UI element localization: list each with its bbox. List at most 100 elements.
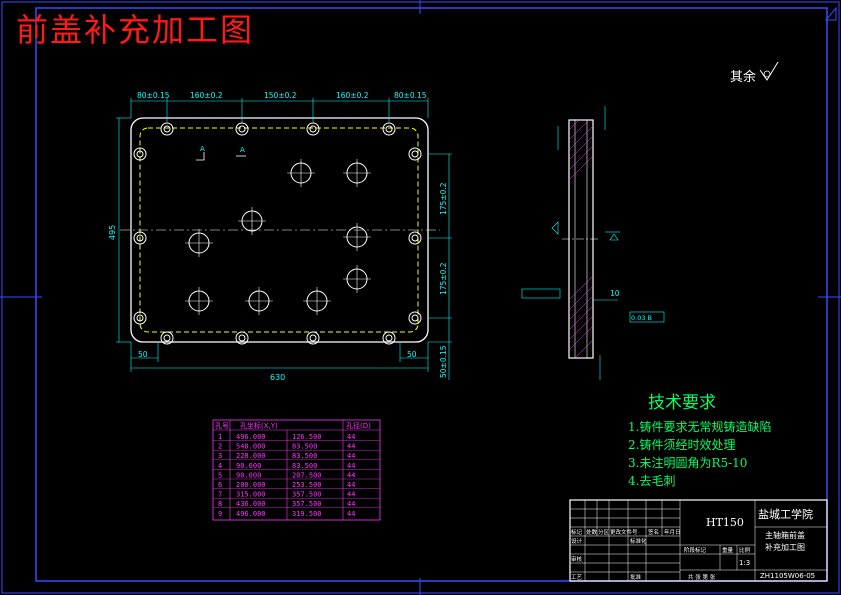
hole-table-cell: 548.000	[236, 443, 266, 451]
hole-table-cell: 319.500	[292, 510, 322, 518]
tb-part-name-1: 主轴箱前盖	[765, 530, 805, 540]
hole-table-cell: 357.500	[292, 491, 322, 499]
section-label-a-mid: A	[240, 146, 245, 154]
hole-table-cell: 44	[347, 500, 355, 508]
dim-right-upper: 175±0.2	[439, 182, 448, 215]
hole-table-cell: 6	[218, 481, 222, 489]
hole-table-cell: 496.000	[236, 510, 266, 518]
hole-table: 孔号 孔坐标(X,Y) 孔径(D) 1 496.000 126.500 44 2 548.…	[212, 419, 381, 521]
dim-top-4: 80±0.15	[394, 91, 427, 100]
side-hatching	[568, 119, 594, 359]
tech-requirements: 技术要求 1.铸件要求无常规铸造缺陷 2.铸件须经时效处理 3.未注明圆角为R5…	[628, 388, 771, 490]
dimension-lines	[116, 98, 452, 380]
hole-table-cell: 357.500	[292, 500, 322, 508]
perimeter-bolt-holes	[133, 122, 422, 345]
hole-table-cell: 4	[218, 462, 222, 470]
hole-table-cell: 3	[218, 452, 222, 460]
dim-right-bottom: 50±0.15	[439, 345, 448, 378]
dim-bottom-left: 50	[138, 350, 148, 359]
hole-table-cell: 253.500	[292, 481, 322, 489]
hole-table-cell: 44	[347, 471, 355, 479]
tech-item-2: 2.铸件须经时效处理	[628, 438, 736, 452]
side-tolerance-frame	[521, 288, 561, 299]
tolerance-frame	[629, 311, 665, 323]
hole-table-cell: 7	[218, 491, 222, 499]
hole-table-cell: 1	[218, 433, 222, 441]
tb-mid-1: 批准	[630, 573, 642, 581]
dim-top-0: 80±0.15	[137, 91, 170, 100]
drawing-title: 前盖补充加工图	[16, 11, 255, 49]
inner-frame	[35, 7, 828, 582]
hole-table-cell: 44	[347, 462, 355, 470]
hole-table-cell: 8	[218, 500, 222, 508]
dim-width: 630	[270, 373, 285, 382]
hole-table-cell: 44	[347, 452, 355, 460]
hole-table-rows: 1 496.000 126.500 44 2 548.000 83.500 44 3 228.00…	[213, 433, 380, 518]
tb-row-2: 工艺	[571, 574, 583, 581]
tb-stage: 阶段标记	[684, 546, 707, 554]
title-block-frame	[569, 499, 828, 582]
tech-item-1: 1.铸件要求无常规铸造缺陷	[628, 420, 772, 434]
tb-row-0: 设计	[571, 537, 583, 545]
hole-table-grid	[213, 420, 380, 520]
tb-ratio: 比例	[739, 546, 751, 554]
hole-table-cell: 228.000	[236, 452, 266, 460]
hole-table-cell: 44	[347, 510, 355, 518]
title-block-labels: 标记 处数 分区 更改文件号 签名 年月日 设计 审核 工艺 标准化 批准 阶段…	[571, 528, 751, 581]
hole-table-cell: 200.000	[236, 481, 266, 489]
dim-top-1: 160±0.2	[190, 91, 223, 100]
hole-table-cell: 5	[218, 471, 222, 479]
tb-weight: 重量	[722, 546, 734, 554]
tech-requirements-title: 技术要求	[648, 393, 716, 413]
hole-table-cell: 44	[347, 491, 355, 499]
hole-table-cell: 83.500	[292, 452, 317, 460]
section-marker-left	[196, 152, 205, 161]
hole-table-cell: 90.000	[236, 462, 261, 470]
roughness-symbol	[759, 61, 779, 81]
tb-sheet: 共 张 第 张	[688, 573, 716, 581]
roughness-note: 其余	[730, 70, 757, 85]
hole-table-cell: 2	[218, 443, 222, 451]
front-view: A A	[120, 117, 440, 345]
corner-arrow	[824, 6, 837, 21]
hole-table-cell: 90.000	[236, 471, 261, 479]
hole-table-cell: 126.500	[292, 433, 322, 441]
side-view	[521, 106, 665, 380]
hole-table-frame	[212, 419, 381, 521]
dim-height: 495	[108, 225, 117, 240]
dim-right-lower: 175±0.2	[439, 262, 448, 295]
dim-side-top: 10	[610, 289, 620, 298]
hole-table-cell: 436.000	[236, 500, 266, 508]
tb-col-4: 签名	[648, 528, 659, 536]
title-block-grid	[570, 500, 827, 581]
hole-table-head-0: 孔号	[215, 422, 229, 430]
tb-col-1: 处数	[586, 528, 598, 536]
machined-holes	[188, 162, 368, 312]
title-block	[569, 499, 828, 582]
hole-table-cell: 315.000	[236, 491, 266, 499]
hole-table-head-3: 孔径(D)	[346, 421, 371, 430]
hole-table-cell: 83.500	[292, 462, 317, 470]
tb-col-3: 更改文件号	[610, 528, 638, 536]
hole-table-cell: 83.500	[292, 443, 317, 451]
hole-table-cell: 207.500	[292, 471, 322, 479]
dim-bottom-right: 50	[407, 350, 417, 359]
tech-item-3: 3.未注明圆角为R5-10	[628, 456, 748, 470]
tb-mid-0: 标准化	[630, 537, 647, 545]
tb-school: 盐城工学院	[758, 507, 813, 521]
tb-part-name-2: 补充加工图	[765, 542, 805, 552]
hole-table-head-1: 孔坐标(X,Y)	[240, 421, 278, 430]
dim-top-3: 160±0.2	[336, 91, 369, 100]
tb-col-0: 标记	[571, 528, 583, 536]
tb-material: HT150	[706, 516, 744, 529]
hole-table-cell: 44	[347, 481, 355, 489]
dim-top-2: 150±0.2	[264, 91, 297, 100]
hole-table-cell: 44	[347, 433, 355, 441]
hole-center-crosses	[185, 159, 371, 315]
tb-scale: 1:3	[739, 559, 750, 567]
tb-drawing-no: ZH1105W06-05	[760, 572, 815, 580]
section-label-a-left: A	[200, 145, 205, 153]
tb-col-5: 年月日	[664, 528, 681, 536]
